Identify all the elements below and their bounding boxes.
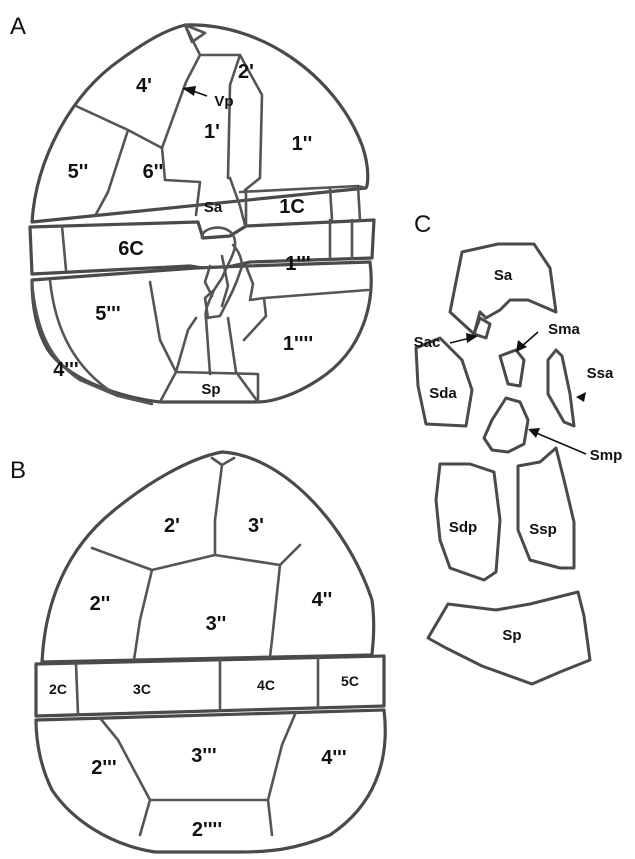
panel-c-label-smp: Smp [590,447,623,464]
panel-label-b: B [10,457,26,484]
panel-c-label-sac: Sac [414,334,441,351]
panel-c-sma-arrow-line [522,332,538,346]
panel-a-ventral-view: 4' 2' Vp 1' 1'' 5'' 6'' Sa 1C 6C 1''' 5'… [30,25,374,404]
panel-b-label-3trip: 3''' [191,745,216,767]
panel-a-label-1dbl: 1'' [292,133,313,155]
panel-b-cingulum-outline [36,656,384,716]
panel-c-sulcal-plates: Sa Sac Sma Sda Ssa Smp Sdp Ssp Sp [414,244,623,684]
panel-a-label-5dbl: 5'' [68,161,89,183]
panel-a-label-6dbl: 6'' [143,161,164,183]
panel-a-label-1quad: 1'''' [283,333,313,355]
panel-a-label-5trip: 5''' [95,303,120,325]
panel-a-label-6c: 6C [118,238,144,260]
panel-a-label-1prime: 1' [204,121,220,143]
panel-b-dorsal-view: 2' 3' 2'' 3'' 4'' 2C 3C 4C 5C 2''' 3''' … [36,452,385,852]
panel-c-sma-arrowhead [516,340,527,352]
panel-label-a: A [10,13,26,40]
panel-b-label-2trip: 2''' [91,757,116,779]
panel-a-label-4trip: 4''' [53,359,78,381]
panel-c-ssa-arrowhead [576,392,586,402]
panel-b-label-5c: 5C [341,673,359,689]
panel-label-c: C [414,211,431,238]
panel-c-plate-ssp [518,448,574,568]
panel-c-plate-smp [484,398,528,452]
panel-a-label-sa: Sa [204,199,223,216]
panel-c-label-sdp: Sdp [449,519,477,536]
panel-c-label-sma: Sma [548,321,580,338]
panel-a-label-2prime: 2' [238,61,254,83]
panel-b-label-4c: 4C [257,677,275,693]
panel-c-plate-sda [416,338,472,426]
panel-b-label-4dbl: 4'' [312,589,333,611]
panel-c-plate-sma [500,350,524,386]
panel-b-label-3c: 3C [133,681,151,697]
panel-b-label-2quad: 2'''' [192,819,222,841]
panel-b-label-2dbl: 2'' [90,593,111,615]
panel-c-label-sa: Sa [494,267,513,284]
panel-a-label-1trip: 1''' [285,253,310,275]
panel-a-label-vp: Vp [214,93,233,110]
panel-c-plate-sa [450,244,556,334]
panel-a-label-4prime: 4' [136,75,152,97]
panel-b-label-4trip: 4''' [321,747,346,769]
panel-c-label-sda: Sda [429,385,457,402]
panel-c-label-ssa: Ssa [587,365,614,382]
panel-a-label-sp: Sp [201,381,220,398]
panel-c-smp-arrow-line [534,432,586,454]
panel-b-label-2prime: 2' [164,515,180,537]
panel-b-label-2c: 2C [49,681,67,697]
panel-b-label-3dbl: 3'' [206,613,227,635]
panel-c-label-sp: Sp [502,627,521,644]
panel-b-label-3prime: 3' [248,515,264,537]
panel-c-plate-ssa [548,350,574,426]
panel-c-label-ssp: Ssp [529,521,557,538]
panel-a-label-1c: 1C [279,196,305,218]
